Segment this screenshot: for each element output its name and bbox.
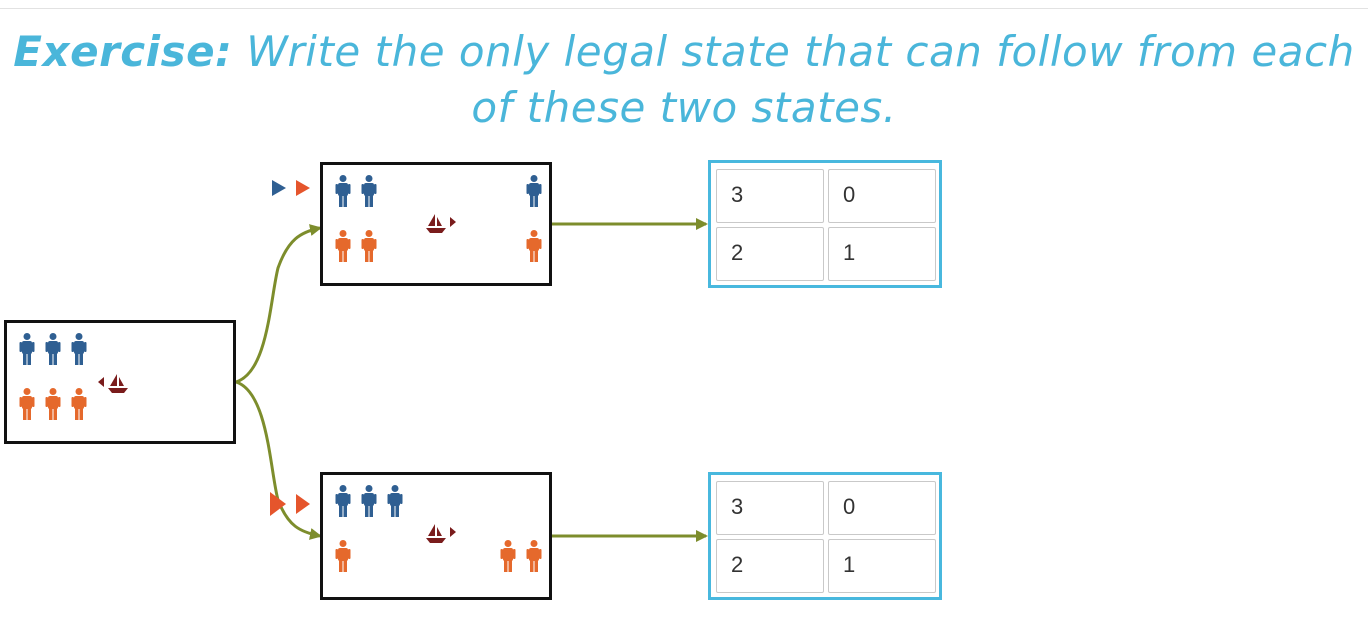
top-cannibal-left <box>335 230 351 262</box>
bottom-missionary-left <box>361 485 377 517</box>
marker-top <box>272 180 310 196</box>
top-divider <box>0 8 1368 9</box>
start-missionary-left <box>19 333 35 365</box>
bottom-cannibal-right <box>500 540 516 572</box>
marker-bottom <box>270 492 310 516</box>
branch-arrow-top <box>235 224 322 384</box>
state-bottom <box>320 472 552 600</box>
start-cannibal-left <box>19 388 35 420</box>
answer-top-r2c2[interactable]: 1 <box>828 227 936 281</box>
top-missionary-left <box>361 175 377 207</box>
answer-bottom-r1c1[interactable]: 3 <box>716 481 824 535</box>
exercise-instruction: Write the only legal state that can foll… <box>246 27 1355 132</box>
bottom-missionary-left <box>335 485 351 517</box>
branch-arrow-bottom <box>235 380 322 540</box>
answer-bottom-r2c1[interactable]: 2 <box>716 539 824 593</box>
answer-top-r2c1[interactable]: 2 <box>716 227 824 281</box>
start-boat <box>98 374 128 393</box>
answer-box-bottom: 3 0 2 1 <box>708 472 942 600</box>
state-top <box>320 162 552 286</box>
top-missionary-right <box>526 175 542 207</box>
top-boat <box>426 214 456 233</box>
start-cannibal-left <box>71 388 87 420</box>
start-missionary-left <box>45 333 61 365</box>
start-cannibal-left <box>45 388 61 420</box>
bottom-boat <box>426 524 456 543</box>
bottom-missionary-left <box>387 485 403 517</box>
top-missionary-left <box>335 175 351 207</box>
answer-top-r1c1[interactable]: 3 <box>716 169 824 223</box>
bottom-cannibal-right <box>526 540 542 572</box>
exercise-title: Exercise: Write the only legal state tha… <box>0 24 1368 136</box>
top-cannibal-right <box>526 230 542 262</box>
answer-top-r1c2[interactable]: 0 <box>828 169 936 223</box>
bottom-cannibal-left <box>335 540 351 572</box>
start-missionary-left <box>71 333 87 365</box>
top-cannibal-left <box>361 230 377 262</box>
answer-box-top: 3 0 2 1 <box>708 160 942 288</box>
answer-bottom-r1c2[interactable]: 0 <box>828 481 936 535</box>
answer-bottom-r2c2[interactable]: 1 <box>828 539 936 593</box>
exercise-label: Exercise: <box>13 27 233 76</box>
